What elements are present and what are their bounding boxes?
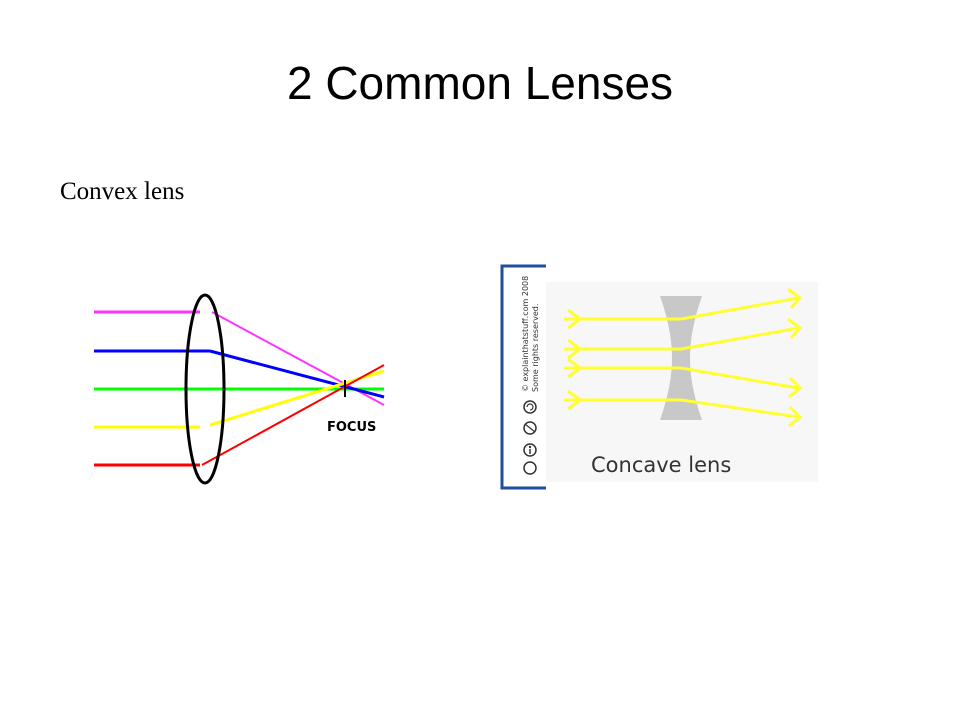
concave-arrow-3-in	[567, 357, 583, 379]
concave-lens-diagram: © explainthatstuff.com 2008 Some rights …	[500, 264, 818, 490]
concave-arrow-4-in	[567, 389, 583, 411]
sa-icon	[523, 400, 537, 414]
concave-lens-label: Concave lens	[591, 453, 731, 477]
blue-ray-out	[209, 349, 385, 399]
concave-arrow-1-in	[567, 308, 583, 330]
convex-lens-heading: Convex lens	[60, 178, 185, 205]
convex-lens	[184, 293, 226, 485]
concave-arrow-1-out	[787, 287, 803, 310]
slide-title: 2 Common Lenses	[286, 57, 674, 109]
red-ray-out	[201, 364, 385, 466]
concave-ray-1-out	[680, 296, 799, 321]
concave-arrow-2-out	[787, 317, 803, 340]
cc-icon	[523, 461, 537, 475]
concave-lens	[660, 296, 702, 420]
concave-arrow-4-out	[788, 405, 803, 428]
convex-lens-diagram: FOCUS	[94, 293, 385, 485]
concave-ray-4-out	[680, 398, 799, 419]
concave-ray-2-out	[680, 326, 799, 351]
image-border	[500, 264, 546, 490]
concave-ray-3-out	[680, 366, 799, 390]
license-icons	[523, 400, 537, 475]
credit-line-1: © explainthatstuff.com 2008	[521, 276, 530, 392]
concave-arrow-3-out	[788, 376, 803, 399]
credit-line-2: Some rights reserved.	[531, 304, 540, 392]
focus-label: FOCUS	[327, 420, 376, 435]
concave-arrow-2-in	[567, 338, 583, 360]
